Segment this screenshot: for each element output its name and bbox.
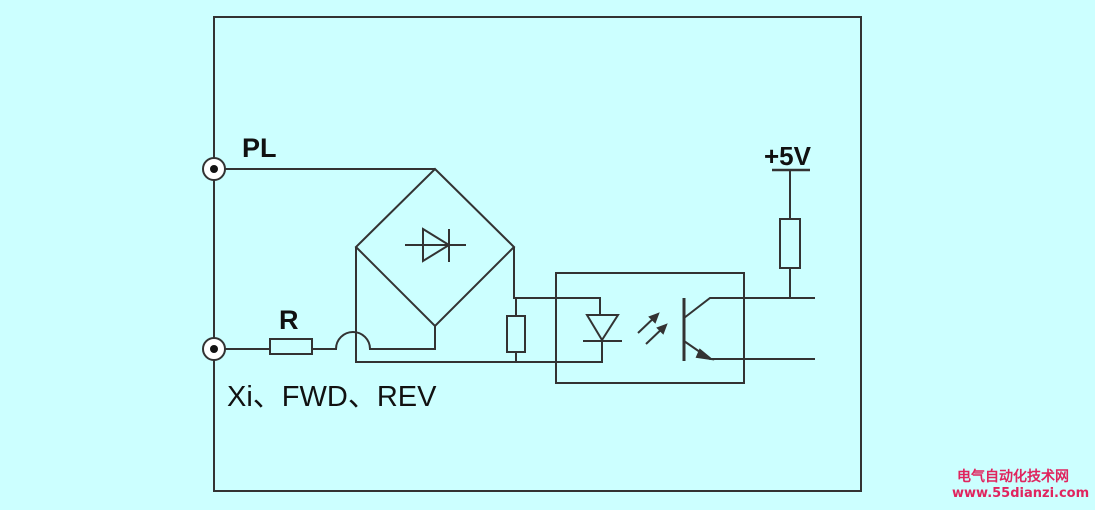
terminals-label: Xi、FWD、REV <box>227 381 437 413</box>
shunt-resistor <box>506 315 526 353</box>
bridge-left-wire <box>355 247 556 363</box>
bridge-diode-icon <box>405 227 466 263</box>
enclosure-box <box>213 16 862 492</box>
supply-label: +5V <box>764 141 811 171</box>
watermark-url: www.55dianzi.com <box>952 486 1090 501</box>
watermark-site-name: 电气自动化技术网 <box>957 469 1069 485</box>
phototransistor-icon <box>682 297 744 361</box>
bridge-rectifier <box>354 167 516 328</box>
led-icon <box>556 311 622 363</box>
optocoupler-box <box>555 272 745 384</box>
pl-label: PL <box>242 133 277 163</box>
resistor-label: R <box>279 305 299 335</box>
resistor-r <box>269 338 313 355</box>
pullup-resistor <box>779 218 801 269</box>
pl-terminal <box>202 157 226 181</box>
input-terminal <box>202 337 226 361</box>
input-wire-2 <box>312 326 436 350</box>
light-arrows-icon <box>637 312 668 345</box>
